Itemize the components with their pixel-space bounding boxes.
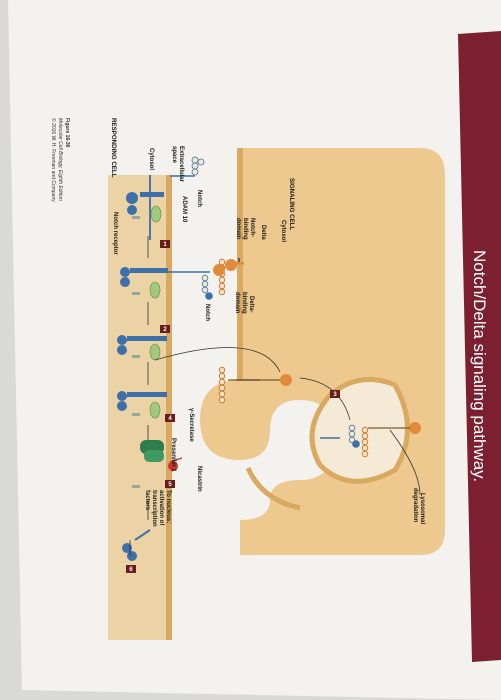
delta-binding-label-2: binding <box>241 292 247 314</box>
lysosomal-label-2: degradation <box>412 488 418 523</box>
notch-receptor-2 <box>120 267 213 300</box>
delta-head-1 <box>213 264 225 276</box>
extracellular-label-1: Extracellular <box>178 146 184 183</box>
endocytic-vesicle <box>309 376 410 484</box>
gamma-secretase-label: γ-Secretase <box>188 408 194 442</box>
notch-receptor-label: Notch receptor <box>112 212 118 255</box>
extracellular-label-2: space <box>171 146 177 164</box>
nucleus-label-1: To nucleus; <box>165 490 171 523</box>
delta-ligand-1 <box>225 258 244 271</box>
responding-cell-label: RESPONDING CELL <box>110 118 117 178</box>
nicastrin-label: Nicastrin <box>196 466 202 492</box>
adam10-1 <box>150 205 162 223</box>
notch-end-vesicle <box>352 440 360 448</box>
membrane-anchors <box>132 216 140 488</box>
gamma-secretase-complex <box>140 440 183 471</box>
nucleus-label-2: activation of <box>158 490 164 526</box>
nicd-fragment <box>122 529 151 561</box>
delta-label: Delta <box>260 225 266 240</box>
presenilin-label: Presenilin 1 <box>170 438 176 472</box>
caption-line-3: © 2016 W. H. Freeman and Company <box>50 118 57 202</box>
cytosol-bottom-label: Cytosol <box>148 148 154 170</box>
notch-mid-label: Notch <box>204 304 210 321</box>
delta-binding-label-1: Delta- <box>248 296 254 313</box>
notch-receptor-3 <box>117 335 167 355</box>
pocket-membrane <box>245 466 301 511</box>
step-4: 4 <box>168 416 172 422</box>
notch-binding-label-1: Notch- <box>249 218 255 237</box>
adam10-label: ADAM 10 <box>181 196 187 223</box>
slide-title: Notch/Delta signaling pathway. <box>470 250 489 482</box>
notch-fragment-vesicle <box>348 424 356 444</box>
title-bar <box>458 31 501 662</box>
step-3: 3 <box>333 392 337 398</box>
nucleus-label-3: transcription <box>151 490 157 527</box>
nucleus-label-4: factors <box>144 490 150 511</box>
delta-head-2 <box>280 374 292 386</box>
notch-binding-label-2: binding <box>242 218 248 240</box>
step-5: 5 <box>168 482 172 488</box>
adam10-2 <box>149 281 161 299</box>
notch-receptor-4 <box>117 391 167 411</box>
step-2: 2 <box>163 327 167 333</box>
signaling-cell-label: SIGNALING CELL <box>288 178 295 230</box>
adam10-4 <box>149 401 161 419</box>
adam10-3 <box>149 343 161 361</box>
responding-cell-membrane <box>166 175 172 640</box>
delta-chain-2 <box>218 366 226 404</box>
step-1: 1 <box>163 242 167 248</box>
step-markers: 1 2 3 4 5 6 <box>126 240 340 573</box>
step-6: 6 <box>129 567 133 573</box>
notch-delta-diagram: SIGNALING CELL Cytosol <box>108 118 445 640</box>
notch-receptor-1 <box>126 156 205 240</box>
delta-chain-vesicle <box>361 426 369 458</box>
notch-left-label: Notch <box>196 190 202 207</box>
caption-line-2: Molecular Cell Biology, Eighth Edition <box>57 118 63 201</box>
delta-binding-label-3: domain <box>234 292 240 314</box>
delta-head-vesicle <box>409 422 421 434</box>
notch-binding-label-3: domain <box>235 218 241 240</box>
caption-line-1: Figure 16-36 <box>64 118 70 148</box>
cytosol-top-label: Cytosol <box>280 220 286 242</box>
lysosomal-label-1: Lysosomal <box>419 493 425 524</box>
